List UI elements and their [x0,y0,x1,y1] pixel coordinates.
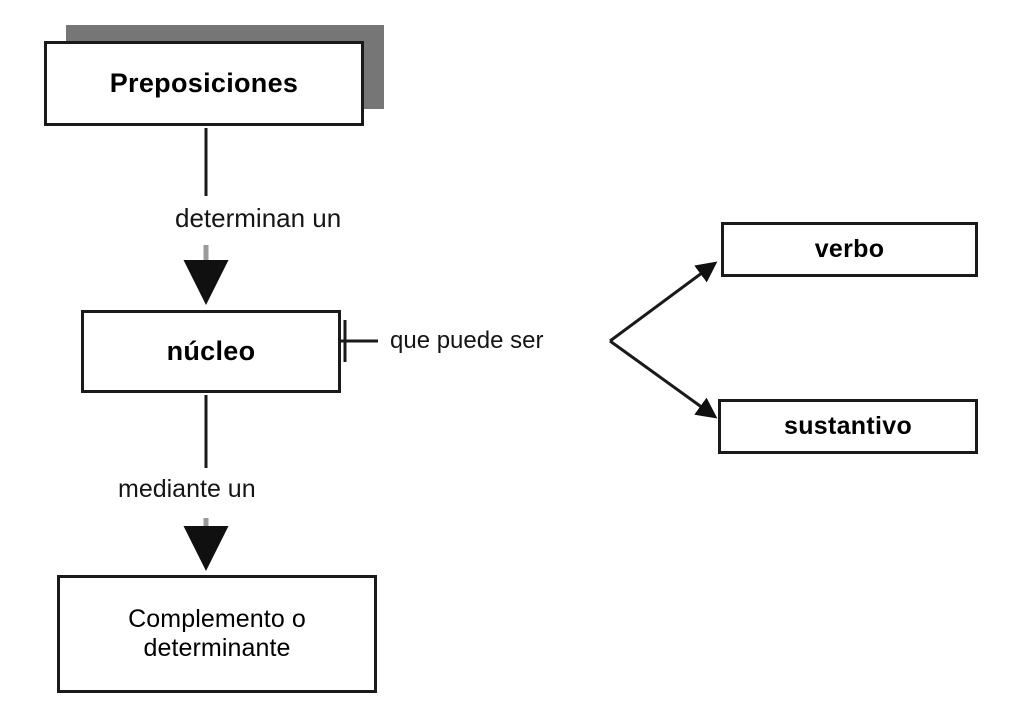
node-sustantivo: sustantivo [718,399,978,454]
edge-label-que-puede-ser: que puede ser [390,327,544,354]
node-complemento-line2: determinante [143,634,291,662]
edge-label-mediante-un: mediante un [118,475,256,503]
node-sustantivo-label: sustantivo [783,411,913,440]
node-preposiciones-label: Preposiciones [109,67,299,98]
node-preposiciones: Preposiciones [44,41,364,126]
node-nucleo-label: núcleo [166,335,256,366]
edge-branch-to-verbo [609,261,718,343]
node-nucleo: núcleo [81,310,341,393]
node-complemento-line1: Complemento o [128,604,306,633]
node-verbo: verbo [721,222,978,277]
node-complemento: Complemento o determinante [57,575,377,693]
edge-label-determinan-un: determinan un [175,203,342,233]
edge-branch-to-sustantivo [609,339,718,419]
node-complemento-text: Complemento o determinante [128,605,306,664]
node-verbo-label: verbo [814,234,885,263]
